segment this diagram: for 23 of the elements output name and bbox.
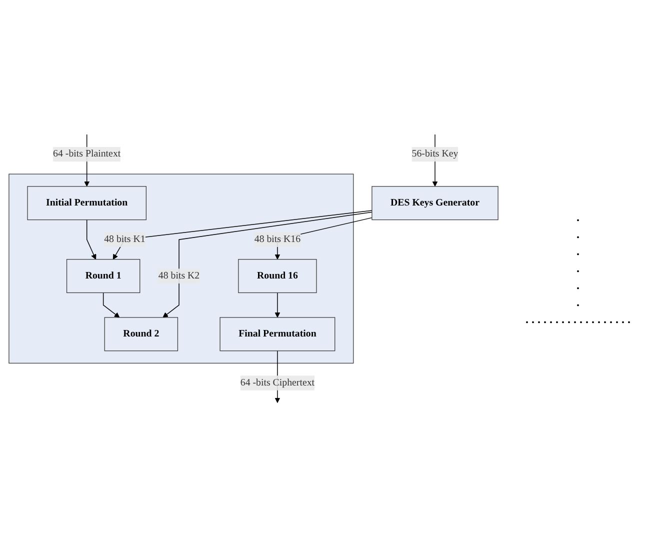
ellipsis-dots: .: [576, 295, 580, 310]
edge-label: 48 bits K16: [254, 234, 301, 244]
ellipsis-dots: .: [576, 278, 580, 293]
arrow: [102, 292, 120, 318]
edge-label: 48 bits K1: [104, 234, 146, 244]
ellipsis-dots: .: [576, 227, 580, 242]
ellipsis-dots: . . . . . . . . . . . . . . . . . .: [526, 312, 630, 327]
node-box: Initial Permutation: [27, 186, 146, 220]
arrow: [86, 219, 96, 260]
node-box: Round 1: [66, 258, 140, 293]
ellipsis-dots: .: [576, 244, 580, 259]
ellipsis-dots: .: [576, 210, 580, 225]
edge-label: 64 -bits Ciphertext: [240, 377, 315, 388]
node-box: DES Keys Generator: [372, 186, 498, 220]
node-box: Round 16: [238, 258, 317, 293]
cluster: [8, 174, 354, 364]
node-box: Final Permutation: [220, 317, 336, 352]
edge-label: 64 -bits Plaintext: [53, 148, 121, 160]
edge-label: 48 bits K2: [158, 270, 200, 281]
edge-label: 56-bits Key: [412, 148, 458, 160]
node-box: Round 2: [104, 317, 178, 352]
arrow: [274, 292, 280, 318]
ellipsis-dots: .: [576, 261, 580, 276]
